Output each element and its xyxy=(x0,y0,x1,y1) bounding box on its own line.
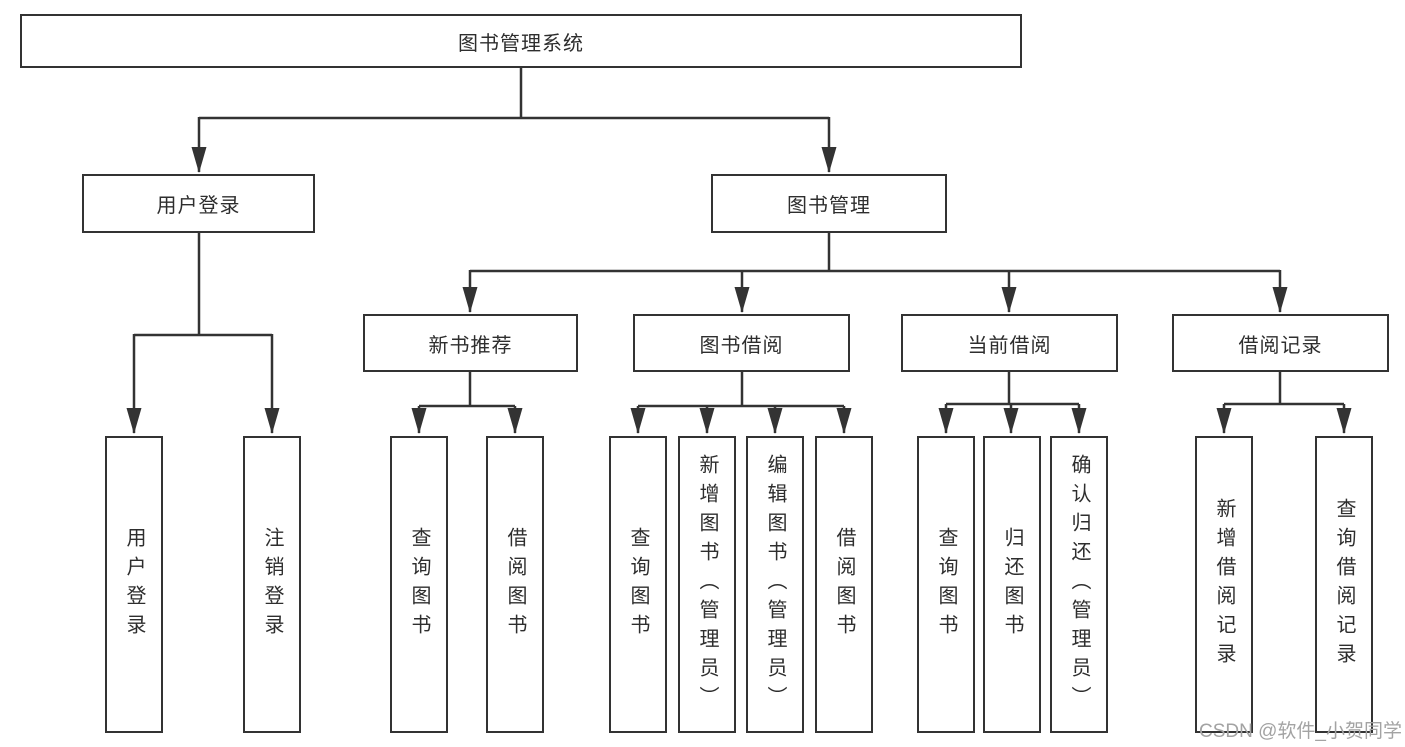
node-borrow-books-recommend: 借阅图书 xyxy=(486,436,544,733)
connector-root-to-level2 xyxy=(191,68,837,173)
connector-new-book-children xyxy=(411,372,523,434)
node-library-system: 图书管理系统 xyxy=(20,14,1022,68)
node-borrow-records: 借阅记录 xyxy=(1172,314,1389,372)
node-new-book-recommend: 新书推荐 xyxy=(363,314,578,372)
node-confirm-return-admin: 确认归还（管理员） xyxy=(1050,436,1108,733)
node-user-login-leaf: 用户登录 xyxy=(105,436,163,733)
node-user-login: 用户登录 xyxy=(82,174,315,233)
connector-book-borrow-children xyxy=(630,372,852,434)
connector-borrow-records-children xyxy=(1216,372,1352,434)
node-logout-leaf: 注销登录 xyxy=(243,436,301,733)
node-current-borrow: 当前借阅 xyxy=(901,314,1118,372)
node-book-borrow: 图书借阅 xyxy=(633,314,850,372)
node-book-management: 图书管理 xyxy=(711,174,947,233)
node-add-book-admin: 新增图书（管理员） xyxy=(678,436,736,733)
connector-current-borrow-children xyxy=(938,372,1087,434)
node-borrow-books-leaf: 借阅图书 xyxy=(815,436,873,733)
node-edit-book-admin: 编辑图书（管理员） xyxy=(746,436,804,733)
connector-user-login-children xyxy=(126,233,280,434)
node-return-book: 归还图书 xyxy=(983,436,1041,733)
node-add-borrow-record: 新增借阅记录 xyxy=(1195,436,1253,733)
node-query-books-borrow: 查询图书 xyxy=(609,436,667,733)
node-query-borrow-record: 查询借阅记录 xyxy=(1315,436,1373,733)
connector-book-mgmt-modules xyxy=(462,233,1288,313)
watermark: CSDN @软件_小贺同学 xyxy=(1199,721,1402,742)
node-query-books-recommend: 查询图书 xyxy=(390,436,448,733)
node-query-books-current: 查询图书 xyxy=(917,436,975,733)
